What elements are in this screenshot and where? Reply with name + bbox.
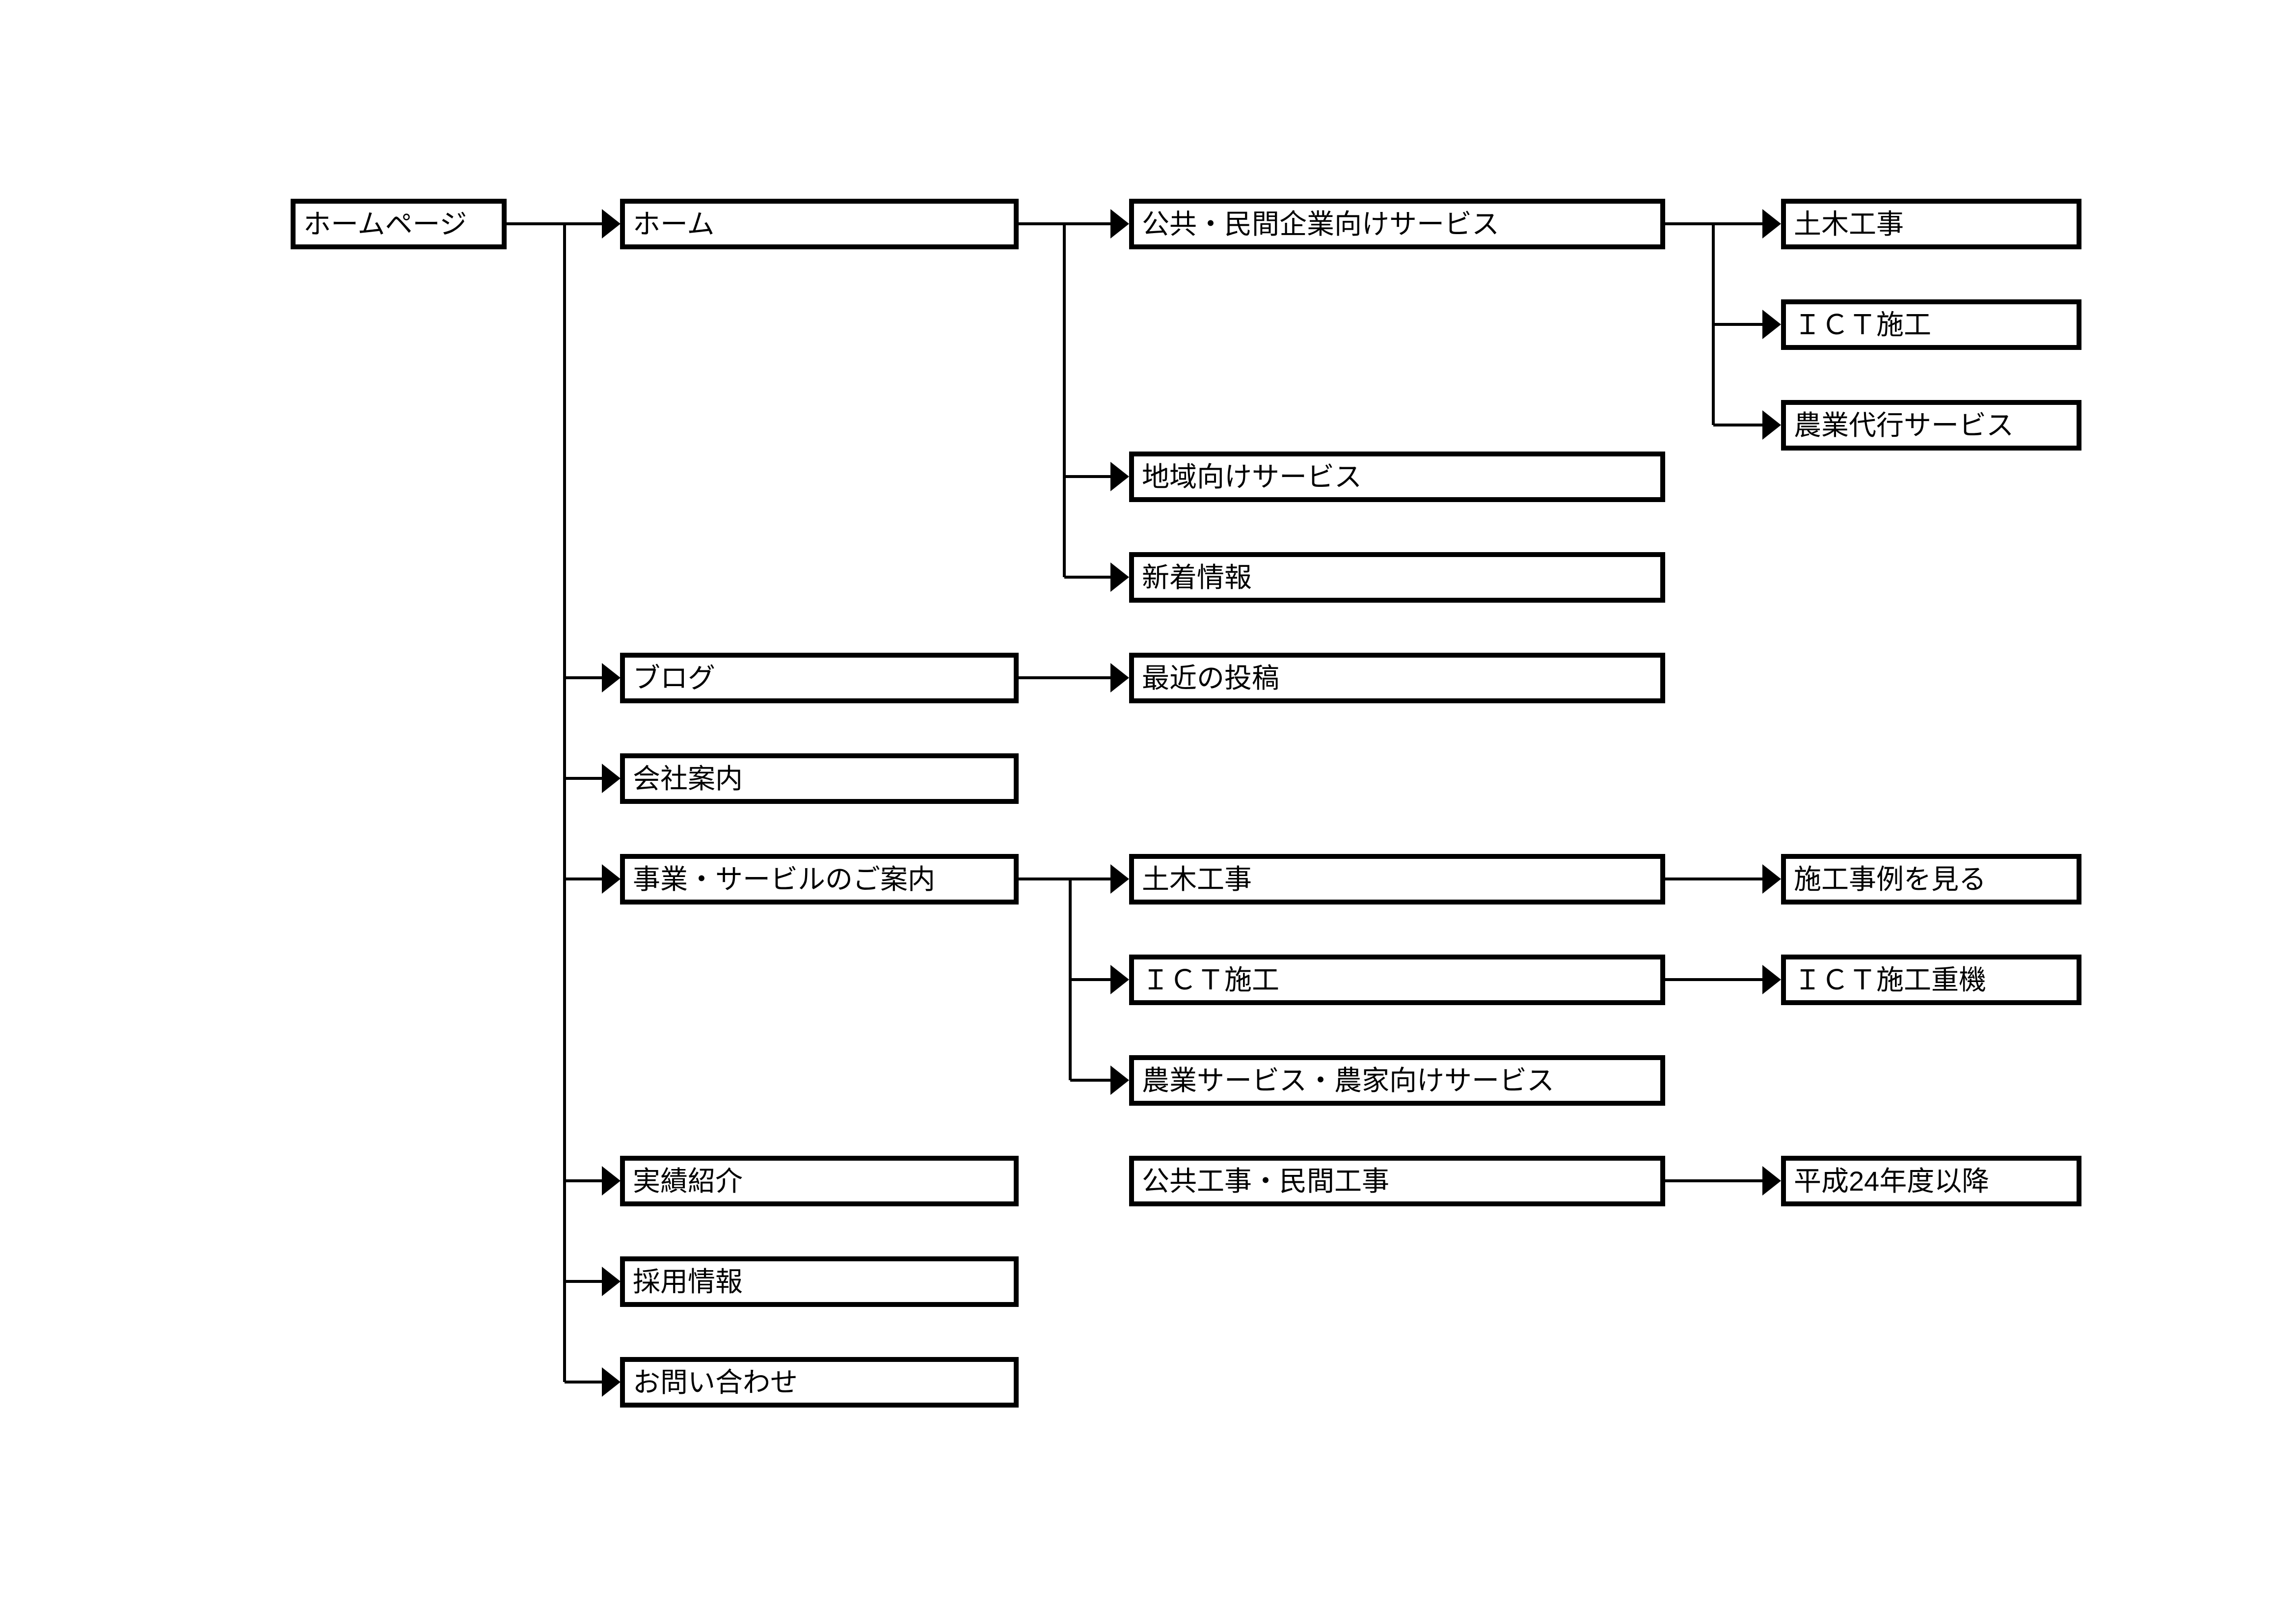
arrowhead (1110, 965, 1129, 994)
edge-trunk3-agri-agency (1713, 410, 1781, 440)
node-ict-construction-top: ＩＣＴ施工 (1781, 299, 2081, 350)
node-agri-agency-service-label: 農業代行サービス (1794, 409, 2014, 441)
edge-homepage-home (507, 209, 621, 239)
arrowhead (1762, 410, 1781, 440)
node-ict-construction-mid-label: ＩＣＴ施工 (1142, 964, 1279, 995)
node-business-services-guide: 事業・サービルのご案内 (620, 854, 1019, 905)
arrowhead (1762, 310, 1781, 339)
edge-home-public-private-services (1019, 209, 1129, 239)
node-business-services-guide-label: 事業・サービルのご案内 (633, 863, 935, 895)
node-achievements: 実績紹介 (620, 1156, 1019, 1206)
node-ict-heavy-machinery: ＩＣＴ施工重機 (1781, 955, 2081, 1005)
arrowhead (602, 864, 621, 894)
node-homepage-label: ホームページ (303, 208, 467, 239)
node-ict-construction-top-label: ＩＣＴ施工 (1794, 309, 1931, 340)
edge-ict-construction-machinery (1665, 965, 1781, 994)
node-blog-label: ブログ (633, 662, 715, 693)
node-ict-construction-mid: ＩＣＴ施工 (1129, 955, 1665, 1005)
edge-trunk4-agri-services (1070, 1065, 1129, 1095)
arrowhead (1110, 663, 1129, 692)
arrowhead (602, 1267, 621, 1296)
node-civil-work-mid: 土木工事 (1129, 854, 1665, 905)
node-home: ホーム (620, 199, 1019, 249)
node-view-case-studies: 施工事例を見る (1781, 854, 2081, 905)
node-regional-services: 地域向けサービス (1129, 452, 1665, 502)
node-recruitment-label: 採用情報 (633, 1266, 743, 1297)
edge-business-civil-work (1019, 864, 1129, 894)
node-contact: お問い合わせ (620, 1357, 1019, 1408)
edge-blog-recent-posts (1019, 663, 1129, 692)
arrowhead (1110, 462, 1129, 491)
node-recruitment: 採用情報 (620, 1256, 1019, 1307)
arrowhead (1110, 562, 1129, 592)
node-company-profile-label: 会社案内 (633, 763, 743, 794)
node-homepage: ホームページ (291, 199, 507, 249)
node-public-private-services-label: 公共・民間企業向けサービス (1142, 208, 1499, 239)
node-contact-label: お問い合わせ (633, 1366, 798, 1398)
node-news-label: 新着情報 (1142, 561, 1252, 593)
edge-trunk4-ict-construction (1070, 965, 1129, 994)
edge-trunk1-company (565, 764, 621, 793)
edge-trunk1-blog (565, 663, 621, 692)
arrowhead (602, 663, 621, 692)
edge-trunk2-regional-services (1064, 462, 1129, 491)
edge-trunk1-achievements (565, 1166, 621, 1196)
node-ict-heavy-machinery-label: ＩＣＴ施工重機 (1794, 964, 1986, 995)
edge-pps-civil-work (1665, 209, 1781, 239)
arrowhead (602, 1166, 621, 1196)
node-agri-agency-service: 農業代行サービス (1781, 400, 2081, 451)
node-company-profile: 会社案内 (620, 753, 1019, 804)
node-view-case-studies-label: 施工事例を見る (1794, 863, 1986, 895)
arrowhead (1110, 864, 1129, 894)
edge-trunk2-news (1064, 562, 1129, 592)
edge-trunk1-recruitment (565, 1267, 621, 1296)
edge-trunk3-ict-construction (1713, 310, 1781, 339)
node-agri-farmer-services-label: 農業サービス・農家向けサービス (1142, 1064, 1554, 1096)
node-home-label: ホーム (633, 208, 715, 239)
arrowhead (602, 764, 621, 793)
arrowhead (602, 1367, 621, 1397)
node-news: 新着情報 (1129, 552, 1665, 603)
node-civil-work-top-label: 土木工事 (1794, 208, 1904, 239)
node-civil-work-mid-label: 土木工事 (1142, 863, 1252, 895)
node-blog: ブログ (620, 653, 1019, 703)
node-recent-posts-label: 最近の投稿 (1142, 662, 1279, 693)
node-recent-posts: 最近の投稿 (1129, 653, 1665, 703)
arrowhead (1762, 864, 1781, 894)
edge-trunk1-business (565, 864, 621, 894)
arrowhead (1110, 209, 1129, 239)
edge-civil-work-case-studies (1665, 864, 1781, 894)
arrowhead (602, 209, 621, 239)
node-public-private-services: 公共・民間企業向けサービス (1129, 199, 1665, 249)
node-from-heisei24-label: 平成24年度以降 (1794, 1165, 1990, 1197)
node-civil-work-top: 土木工事 (1781, 199, 2081, 249)
node-regional-services-label: 地域向けサービス (1142, 461, 1362, 492)
arrowhead (1762, 965, 1781, 994)
node-from-heisei24: 平成24年度以降 (1781, 1156, 2081, 1206)
edge-trunk1-contact (565, 1367, 621, 1397)
arrowhead (1762, 209, 1781, 239)
edge-works-heisei24 (1665, 1166, 1781, 1196)
node-public-private-works-label: 公共工事・民間工事 (1142, 1165, 1389, 1197)
arrowhead (1762, 1166, 1781, 1196)
node-public-private-works: 公共工事・民間工事 (1129, 1156, 1665, 1206)
arrowhead (1110, 1065, 1129, 1095)
node-agri-farmer-services: 農業サービス・農家向けサービス (1129, 1055, 1665, 1106)
node-achievements-label: 実績紹介 (633, 1165, 743, 1197)
